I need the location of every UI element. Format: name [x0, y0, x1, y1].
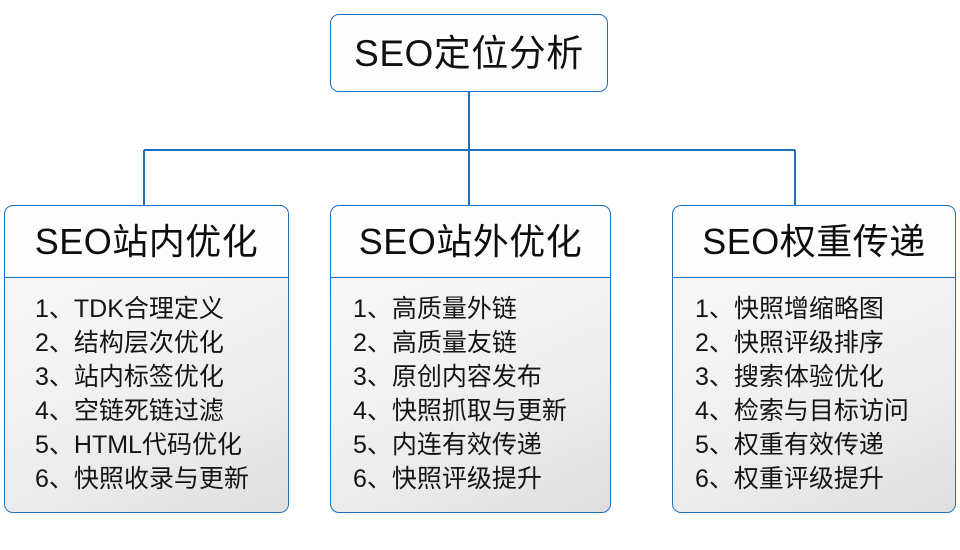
list-item-text: HTML代码优化 [73, 431, 242, 459]
list-item-text: 结构层次优化 [73, 329, 224, 357]
list-item-text: 搜索体验优化 [733, 363, 884, 391]
list-item-index: 2、 [695, 329, 734, 357]
list-item-index: 4、 [35, 397, 74, 425]
list-item-index: 6、 [695, 465, 734, 493]
list-item: 2、快照评级排序 [673, 326, 955, 360]
list-item-text: 高质量友链 [391, 329, 517, 357]
branch-list-3: 1、快照增缩略图 2、快照评级排序 3、搜索体验优化 4、检索与目标访问 5、权… [673, 292, 955, 496]
list-item-text: 高质量外链 [391, 295, 517, 323]
list-item-index: 1、 [695, 295, 734, 323]
list-item-index: 5、 [35, 431, 74, 459]
list-item-index: 6、 [353, 465, 392, 493]
list-item: 1、快照增缩略图 [673, 292, 955, 326]
list-item-text: 原创内容发布 [391, 363, 542, 391]
list-item: 6、快照收录与更新 [5, 462, 288, 496]
list-item-text: 内连有效传递 [391, 431, 542, 459]
list-item-index: 6、 [35, 465, 74, 493]
branch-header-label-2: SEO站外优化 [358, 220, 583, 262]
list-item-text: 检索与目标访问 [733, 397, 909, 425]
list-item-index: 3、 [353, 363, 392, 391]
list-item: 4、空链死链过滤 [5, 394, 288, 428]
list-item: 6、快照评级提升 [331, 462, 610, 496]
list-item-index: 3、 [695, 363, 734, 391]
list-item-index: 5、 [695, 431, 734, 459]
list-item: 5、HTML代码优化 [5, 428, 288, 462]
branch-column-3: SEO权重传递 1、快照增缩略图 2、快照评级排序 3、搜索体验优化 4、检索与… [672, 205, 956, 513]
list-item-index: 3、 [35, 363, 74, 391]
list-item-index: 2、 [35, 329, 74, 357]
branch-list-2: 1、高质量外链 2、高质量友链 3、原创内容发布 4、快照抓取与更新 5、内连有… [331, 292, 610, 496]
list-item-text: 空链死链过滤 [73, 397, 224, 425]
branch-body-2: 1、高质量外链 2、高质量友链 3、原创内容发布 4、快照抓取与更新 5、内连有… [330, 278, 611, 513]
list-item: 3、搜索体验优化 [673, 360, 955, 394]
branch-body-3: 1、快照增缩略图 2、快照评级排序 3、搜索体验优化 4、检索与目标访问 5、权… [672, 278, 956, 513]
list-item: 4、快照抓取与更新 [331, 394, 610, 428]
list-item-index: 5、 [353, 431, 392, 459]
list-item-index: 4、 [695, 397, 734, 425]
list-item: 4、检索与目标访问 [673, 394, 955, 428]
list-item: 2、高质量友链 [331, 326, 610, 360]
branch-header-label-3: SEO权重传递 [702, 220, 926, 262]
list-item: 2、结构层次优化 [5, 326, 288, 360]
branch-column-1: SEO站内优化 1、TDK合理定义 2、结构层次优化 3、站内标签优化 4、空链… [4, 205, 289, 513]
list-item-text: 权重评级提升 [733, 465, 884, 493]
list-item: 6、权重评级提升 [673, 462, 955, 496]
list-item: 3、站内标签优化 [5, 360, 288, 394]
list-item: 1、高质量外链 [331, 292, 610, 326]
branch-header-1[interactable]: SEO站内优化 [4, 205, 289, 278]
list-item-text: 快照评级提升 [391, 465, 542, 493]
list-item-index: 4、 [353, 397, 392, 425]
list-item-text: 站内标签优化 [73, 363, 224, 391]
branch-header-label-1: SEO站内优化 [34, 220, 259, 262]
branch-column-2: SEO站外优化 1、高质量外链 2、高质量友链 3、原创内容发布 4、快照抓取与… [330, 205, 611, 513]
list-item: 5、权重有效传递 [673, 428, 955, 462]
list-item: 5、内连有效传递 [331, 428, 610, 462]
branch-header-2[interactable]: SEO站外优化 [330, 205, 611, 278]
list-item-text: 快照增缩略图 [733, 295, 884, 323]
list-item-text: 快照抓取与更新 [391, 397, 567, 425]
branch-list-1: 1、TDK合理定义 2、结构层次优化 3、站内标签优化 4、空链死链过滤 5、H… [5, 292, 288, 496]
list-item-index: 1、 [35, 295, 74, 323]
list-item-index: 1、 [353, 295, 392, 323]
branch-body-1: 1、TDK合理定义 2、结构层次优化 3、站内标签优化 4、空链死链过滤 5、H… [4, 278, 289, 513]
list-item-text: 快照评级排序 [733, 329, 884, 357]
list-item-index: 2、 [353, 329, 392, 357]
list-item-text: TDK合理定义 [73, 295, 224, 323]
list-item-text: 权重有效传递 [733, 431, 884, 459]
list-item-text: 快照收录与更新 [73, 465, 249, 493]
root-node-label: SEO定位分析 [354, 32, 584, 74]
root-node[interactable]: SEO定位分析 [330, 14, 608, 92]
list-item: 3、原创内容发布 [331, 360, 610, 394]
list-item: 1、TDK合理定义 [5, 292, 288, 326]
branch-header-3[interactable]: SEO权重传递 [672, 205, 956, 278]
